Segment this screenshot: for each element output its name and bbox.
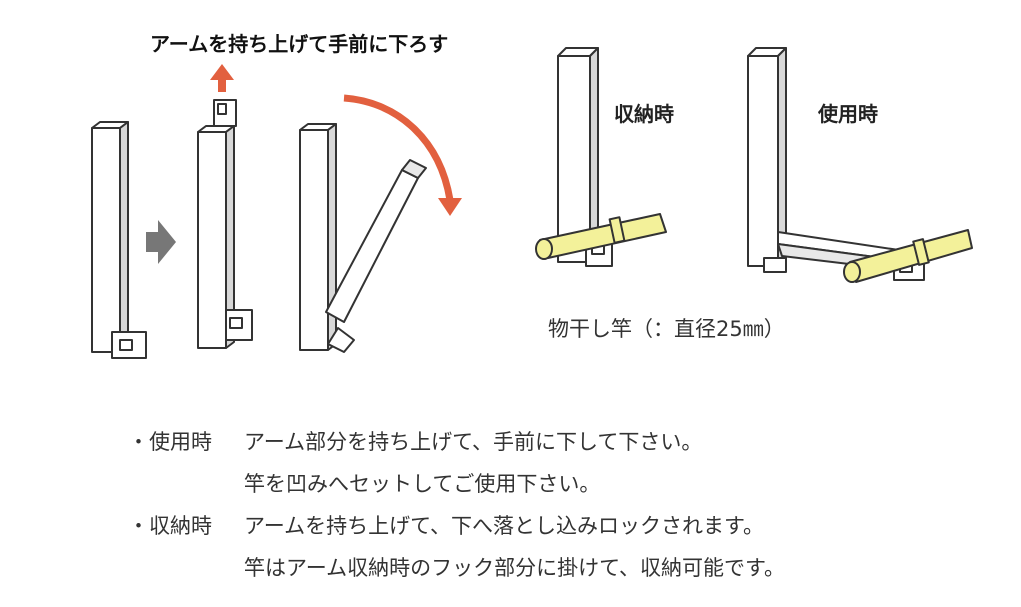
- step-arrow-icon: [146, 220, 176, 264]
- note-storage: ・収納時 アームを持ち上げて、下へ落とし込みロックされます。: [0, 510, 1021, 540]
- use-label: 使用時: [818, 102, 878, 126]
- lift-arrow-icon: [210, 64, 234, 92]
- note-line: アーム部分を持ち上げて、手前に下して下さい。: [244, 430, 703, 454]
- pole-use: [843, 229, 973, 283]
- bracket-swinging: [299, 123, 427, 353]
- note-use: ・使用時 アーム部分を持ち上げて、手前に下して下さい。: [0, 426, 1021, 456]
- bracket-closed: [91, 121, 147, 359]
- note-line: 竿はアーム収納時のフック部分に掛けて、収納可能です。: [244, 556, 785, 580]
- bracket-use: [747, 47, 925, 281]
- pole-caption: 物干し竿（：直径25㎜）: [548, 317, 785, 341]
- rotate-arrow-icon: [343, 94, 454, 201]
- note-storage-cont: 竿はアーム収納時のフック部分に掛けて、収納可能です。: [0, 552, 1021, 582]
- step-caption: アームを持ち上げて手前に下ろす: [150, 32, 449, 56]
- note-line: 竿を凹みへセットしてご使用下さい。: [244, 472, 601, 496]
- note-use-cont: 竿を凹みへセットしてご使用下さい。: [0, 468, 1021, 498]
- bracket-storage: [557, 47, 613, 267]
- note-head-storage: ・収納時: [128, 514, 212, 538]
- note-line: アームを持ち上げて、下へ落とし込みロックされます。: [244, 514, 764, 538]
- note-head-use: ・使用時: [128, 430, 212, 454]
- storage-label: 収納時: [614, 102, 674, 126]
- bracket-lifted: [197, 99, 253, 349]
- pole-storage: [535, 213, 667, 260]
